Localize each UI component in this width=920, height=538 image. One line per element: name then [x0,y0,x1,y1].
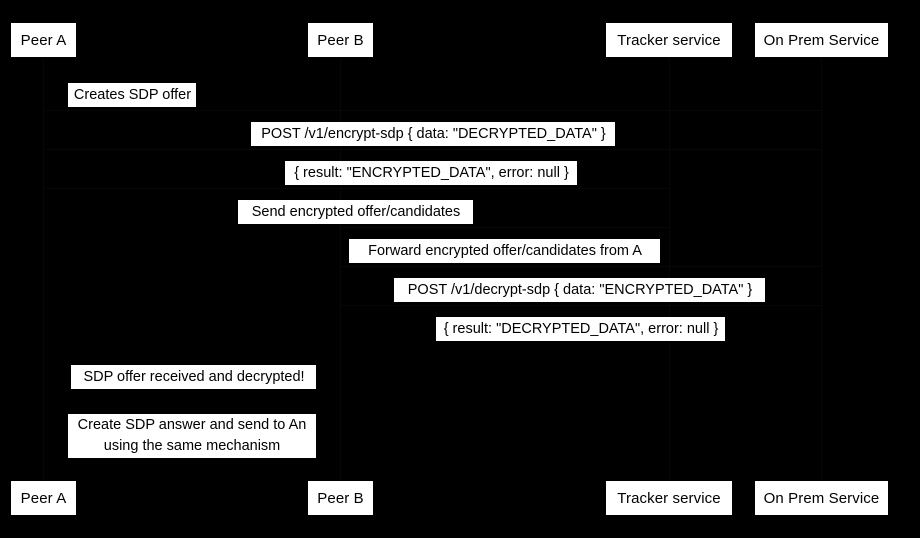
participant-footer-tracker-service[interactable]: Tracker service [605,480,733,516]
arrow-forward-encrypted-offer [340,227,669,228]
lifeline-peer-b [340,57,341,480]
message-create-sdp-answer[interactable]: Create SDP answer and send to An using t… [68,414,316,458]
arrow-post-decrypt-sdp [340,266,821,267]
participant-label: Tracker service [617,489,721,507]
participant-label: Peer A [20,31,67,49]
arrow-decrypt-sdp-result [340,305,821,306]
participant-header-tracker-service[interactable]: Tracker service [605,22,733,58]
lifeline-peer-a [43,57,44,480]
message-post-encrypt-sdp[interactable]: POST /v1/encrypt-sdp { data: "DECRYPTED_… [251,122,615,146]
participant-footer-on-prem-service[interactable]: On Prem Service [754,480,889,516]
participant-footer-peer-b[interactable]: Peer B [307,480,374,516]
participant-label: Peer A [20,489,67,507]
message-send-encrypted-offer[interactable]: Send encrypted offer/candidates [238,200,473,224]
message-post-decrypt-sdp[interactable]: POST /v1/decrypt-sdp { data: "ENCRYPTED_… [394,278,765,302]
participant-header-peer-a[interactable]: Peer A [10,22,77,58]
participant-label: Peer B [317,31,364,49]
arrow-post-encrypt-sdp [43,110,821,111]
participant-label: Tracker service [617,31,721,49]
participant-label: Peer B [317,489,364,507]
message-sdp-offer-received[interactable]: SDP offer received and decrypted! [71,365,316,389]
participant-header-peer-b[interactable]: Peer B [307,22,374,58]
message-create-sdp-answer-line2: using the same mechanism [103,438,281,454]
arrow-send-encrypted-offer [43,188,669,189]
participant-header-on-prem-service[interactable]: On Prem Service [754,22,889,58]
message-encrypt-sdp-result[interactable]: { result: "ENCRYPTED_DATA", error: null … [285,161,577,185]
arrow-encrypt-sdp-result [43,149,821,150]
participant-label: On Prem Service [763,489,880,507]
participant-footer-peer-a[interactable]: Peer A [10,480,77,516]
message-decrypt-sdp-result[interactable]: { result: "DECRYPTED_DATA", error: null … [436,317,725,341]
lifeline-tracker-service [669,57,670,480]
message-creates-sdp-offer[interactable]: Creates SDP offer [68,83,196,107]
message-create-sdp-answer-line1: Create SDP answer and send to An [77,417,307,433]
message-forward-encrypted-offer[interactable]: Forward encrypted offer/candidates from … [349,239,660,263]
participant-label: On Prem Service [763,31,880,49]
lifeline-on-prem-service [821,57,822,480]
